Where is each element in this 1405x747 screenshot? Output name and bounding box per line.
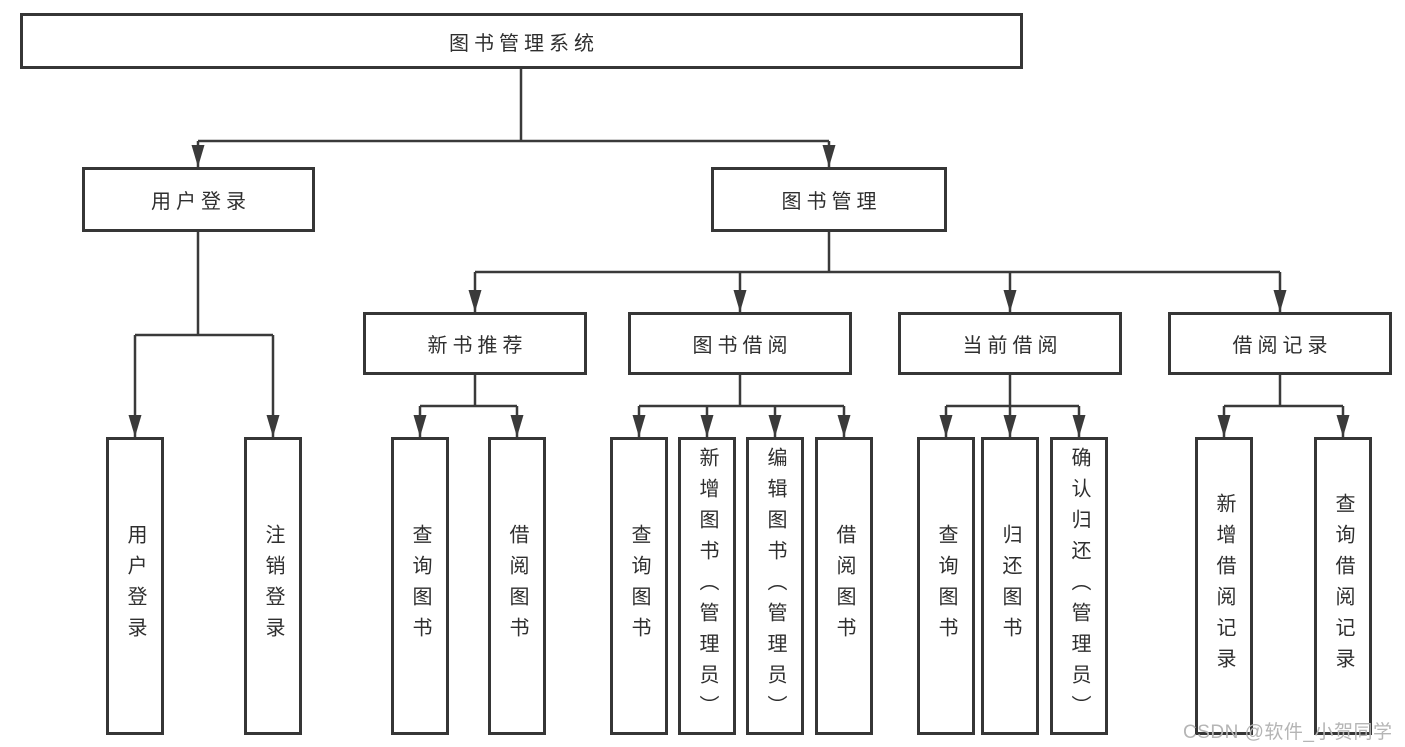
leaf-query-books-borrowing: 查询图书 [610, 437, 668, 735]
leaf-edit-book-admin: 编辑图书（管理员） [746, 437, 804, 735]
node-borrow-records: 借阅记录 [1168, 312, 1392, 375]
node-book-management: 图书管理 [711, 167, 947, 232]
leaf-label: 归还图书 [999, 524, 1021, 648]
leaf-query-books-recommend: 查询图书 [391, 437, 449, 735]
leaf-label: 借阅图书 [506, 524, 528, 648]
leaf-confirm-return-admin: 确认归还（管理员） [1050, 437, 1108, 735]
leaf-logout: 注销登录 [244, 437, 302, 735]
leaf-label: 查询借阅记录 [1332, 493, 1354, 679]
leaf-label: 查询图书 [409, 524, 431, 648]
csdn-watermark: CSDN @软件_小贺同学 [1183, 722, 1393, 743]
leaf-label: 新增借阅记录 [1213, 493, 1235, 679]
leaf-add-book-admin: 新增图书（管理员） [678, 437, 736, 735]
node-book-borrowing: 图书借阅 [628, 312, 852, 375]
leaf-query-books-current: 查询图书 [917, 437, 975, 735]
leaf-label: 注销登录 [262, 524, 284, 648]
leaf-label: 借阅图书 [833, 524, 855, 648]
node-new-book-recommend: 新书推荐 [363, 312, 587, 375]
leaf-return-book: 归还图书 [981, 437, 1039, 735]
node-user-login: 用户登录 [82, 167, 315, 232]
leaf-query-borrow-record: 查询借阅记录 [1314, 437, 1372, 735]
leaf-label: 查询图书 [935, 524, 957, 648]
arrowhead-icons [128, 145, 1350, 437]
leaf-label: 确认归还（管理员） [1068, 446, 1090, 726]
node-current-borrowing: 当前借阅 [898, 312, 1122, 375]
leaf-label: 新增图书（管理员） [696, 446, 718, 726]
leaf-label: 用户登录 [124, 524, 146, 648]
node-root: 图书管理系统 [20, 13, 1023, 69]
leaf-add-borrow-record: 新增借阅记录 [1195, 437, 1253, 735]
leaf-user-login: 用户登录 [106, 437, 164, 735]
leaf-borrow-books-recommend: 借阅图书 [488, 437, 546, 735]
leaf-label: 编辑图书（管理员） [764, 446, 786, 726]
leaf-borrow-books-borrowing: 借阅图书 [815, 437, 873, 735]
leaf-label: 查询图书 [628, 524, 650, 648]
